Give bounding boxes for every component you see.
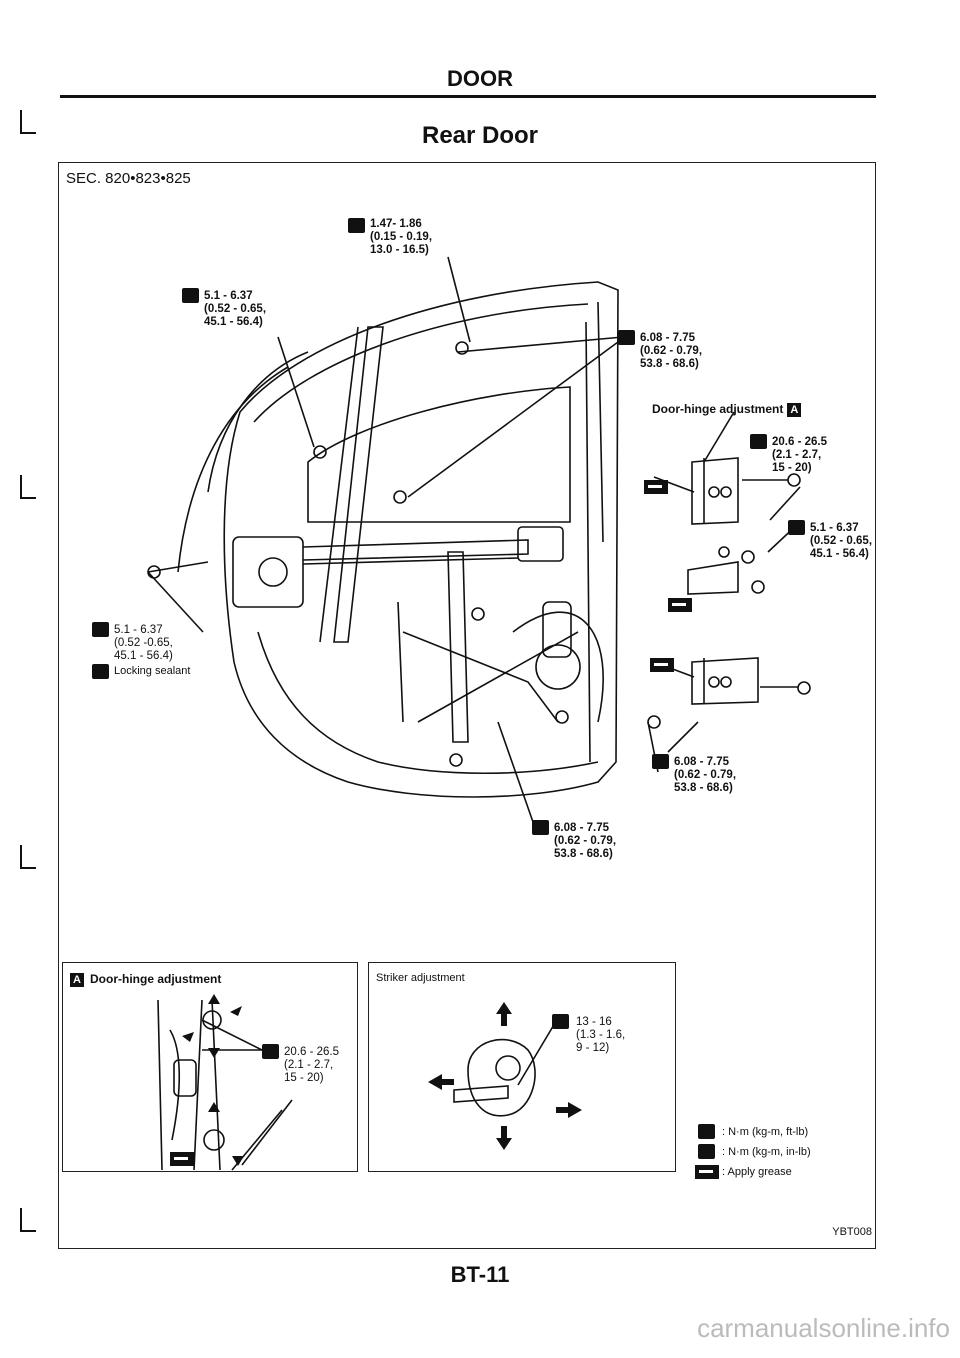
binder-mark xyxy=(20,475,36,499)
inset-striker-adjustment xyxy=(368,962,676,1172)
grease-icon xyxy=(695,1165,719,1179)
torque-ftlb-icon xyxy=(552,1014,569,1029)
watermark: carmanualsonline.info xyxy=(697,1313,950,1343)
striker-adjustment-drawing xyxy=(428,1002,582,1150)
torque-callout-hinge-right: 5.1 - 6.37 (0.52 - 0.65, 45.1 - 56.4) xyxy=(810,522,873,560)
inset-a-torque: 20.6 - 26.5 (2.1 - 2.7, 15 - 20) xyxy=(284,1046,339,1084)
torque-callout-left-mid: 5.1 - 6.37 (0.52 -0.65, 45.1 - 56.4) xyxy=(114,624,173,662)
arrow-down-icon xyxy=(496,1126,512,1150)
binder-mark xyxy=(20,845,36,869)
torque-callout-upper-left: 5.1 - 6.37 (0.52 - 0.65, 45.1 - 56.4) xyxy=(204,290,267,328)
torque-inlb-icon xyxy=(92,622,109,637)
torque-inlb-icon xyxy=(618,330,635,345)
rear-door-exploded-diagram xyxy=(147,256,811,823)
torque-inlb-icon xyxy=(698,1144,715,1159)
section-title: DOOR xyxy=(447,66,513,91)
header-rule xyxy=(60,95,876,98)
torque-ftlb-icon xyxy=(750,434,767,449)
inset-striker-title: Striker adjustment xyxy=(376,972,465,984)
torque-inlb-icon xyxy=(182,288,199,303)
torque-callout-upper-right: 6.08 - 7.75 (0.62 - 0.79, 53.8 - 68.6) xyxy=(640,332,703,370)
detail-a-badge: A xyxy=(70,972,84,987)
torque-callout-bottom-center: 6.08 - 7.75 (0.62 - 0.79, 53.8 - 68.6) xyxy=(554,822,617,860)
symbol-legend: : N·m (kg-m, ft-lb) : N·m (kg-m, in-lb) … xyxy=(695,1124,858,1184)
figure-code: YBT008 xyxy=(832,1226,872,1238)
detail-a-badge: A xyxy=(787,402,802,417)
binder-mark xyxy=(20,1208,36,1232)
inset-striker-torque: 13 - 16 (1.3 - 1.6, 9 - 12) xyxy=(576,1016,626,1054)
hinge-adjustment-drawing xyxy=(157,994,293,1171)
torque-callout-hinge: 20.6 - 26.5 (2.1 - 2.7, 15 - 20) xyxy=(772,436,827,474)
inset-door-hinge-adjustment xyxy=(62,962,358,1172)
torque-callout-lower-right: 6.08 - 7.75 (0.62 - 0.79, 53.8 - 68.6) xyxy=(674,756,737,794)
torque-inlb-icon xyxy=(348,218,365,233)
torque-ftlb-icon xyxy=(698,1124,715,1139)
torque-inlb-icon xyxy=(788,520,805,535)
torque-inlb-icon xyxy=(652,754,669,769)
grease-icon xyxy=(668,598,692,612)
grease-icon xyxy=(644,480,668,494)
section-reference: SEC. 820•823•825 xyxy=(66,170,191,187)
locking-sealant-icon xyxy=(92,664,109,679)
arrow-up-icon xyxy=(496,1002,512,1026)
grease-icon xyxy=(170,1152,194,1166)
locking-sealant-label: Locking sealant xyxy=(114,665,191,677)
page-number: BT-11 xyxy=(450,1262,510,1287)
torque-callout-top: 1.47- 1.86 (0.15 - 0.19, 13.0 - 16.5) xyxy=(370,218,433,256)
arrow-right-icon xyxy=(556,1102,582,1118)
diagram-frame xyxy=(58,162,876,1249)
torque-inlb-icon xyxy=(532,820,549,835)
page-subtitle: Rear Door xyxy=(421,122,539,149)
grease-icon xyxy=(650,658,674,672)
binder-mark xyxy=(20,110,36,134)
arrow-left-icon xyxy=(428,1074,454,1090)
torque-ftlb-icon xyxy=(262,1044,279,1059)
